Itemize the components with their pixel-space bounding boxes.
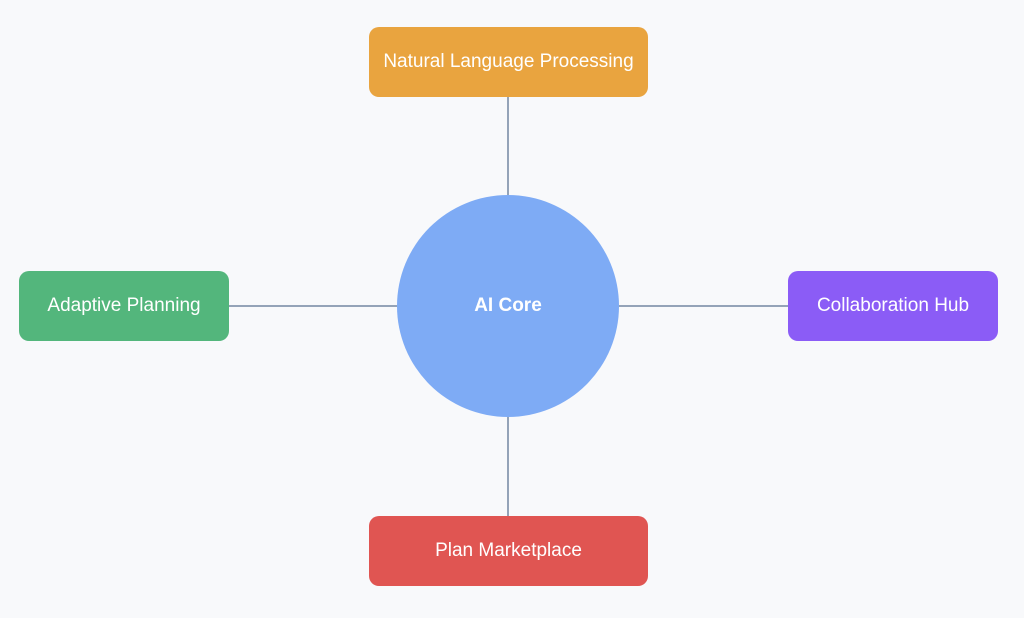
adaptive-planning-label: Adaptive Planning bbox=[47, 295, 201, 316]
collaboration-hub-label: Collaboration Hub bbox=[816, 295, 970, 316]
adaptive-planning-node: Adaptive Planning bbox=[19, 271, 229, 341]
nlp-module-node: Natural Language Processing bbox=[369, 27, 648, 97]
plan-marketplace-label: Plan Marketplace bbox=[435, 540, 582, 561]
plan-marketplace-node: Plan Marketplace bbox=[369, 516, 648, 586]
ai-core-label: AI Core bbox=[474, 295, 542, 316]
nlp-module-label: Natural Language Processing bbox=[383, 51, 634, 72]
ai-core-node: AI Core bbox=[397, 195, 619, 417]
collaboration-hub-node: Collaboration Hub bbox=[788, 271, 998, 341]
